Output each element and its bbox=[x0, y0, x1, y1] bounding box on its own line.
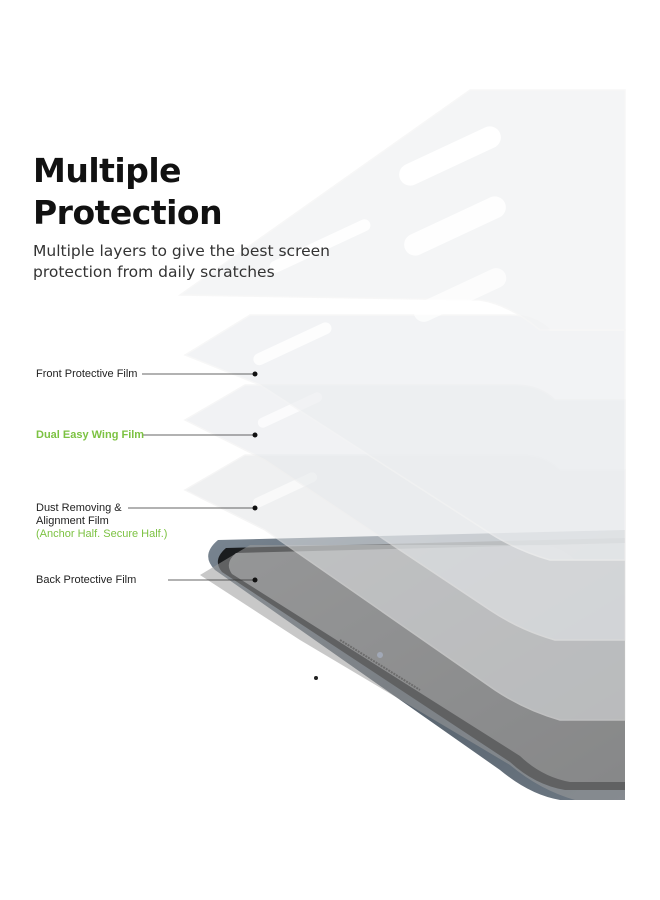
label-back-protective-film: Back Protective Film bbox=[36, 574, 137, 586]
callout-lines bbox=[128, 373, 254, 581]
top-sheet bbox=[177, 89, 626, 331]
label-dust-removing-film: Dust Removing & Alignment Film (Anchor H… bbox=[36, 502, 167, 541]
subtitle-line-1: Multiple layers to give the best screen bbox=[33, 242, 330, 260]
page-title: Multiple Protection bbox=[33, 150, 223, 234]
label-dust-line-1: Dust Removing & bbox=[36, 502, 122, 514]
label-dust-line-2: Alignment Film bbox=[36, 515, 109, 527]
label-dust-note: (Anchor Half. Secure Half.) bbox=[36, 528, 168, 540]
title-line-1: Multiple bbox=[33, 151, 182, 190]
subtitle-line-2: protection from daily scratches bbox=[33, 263, 275, 281]
label-dual-easy-wing-film: Dual Easy Wing Film bbox=[36, 429, 145, 441]
page-subtitle: Multiple layers to give the best screen … bbox=[33, 241, 330, 283]
callout-dots bbox=[252, 371, 258, 583]
label-front-protective-film: Front Protective Film bbox=[36, 368, 138, 380]
title-line-2: Protection bbox=[33, 193, 223, 232]
